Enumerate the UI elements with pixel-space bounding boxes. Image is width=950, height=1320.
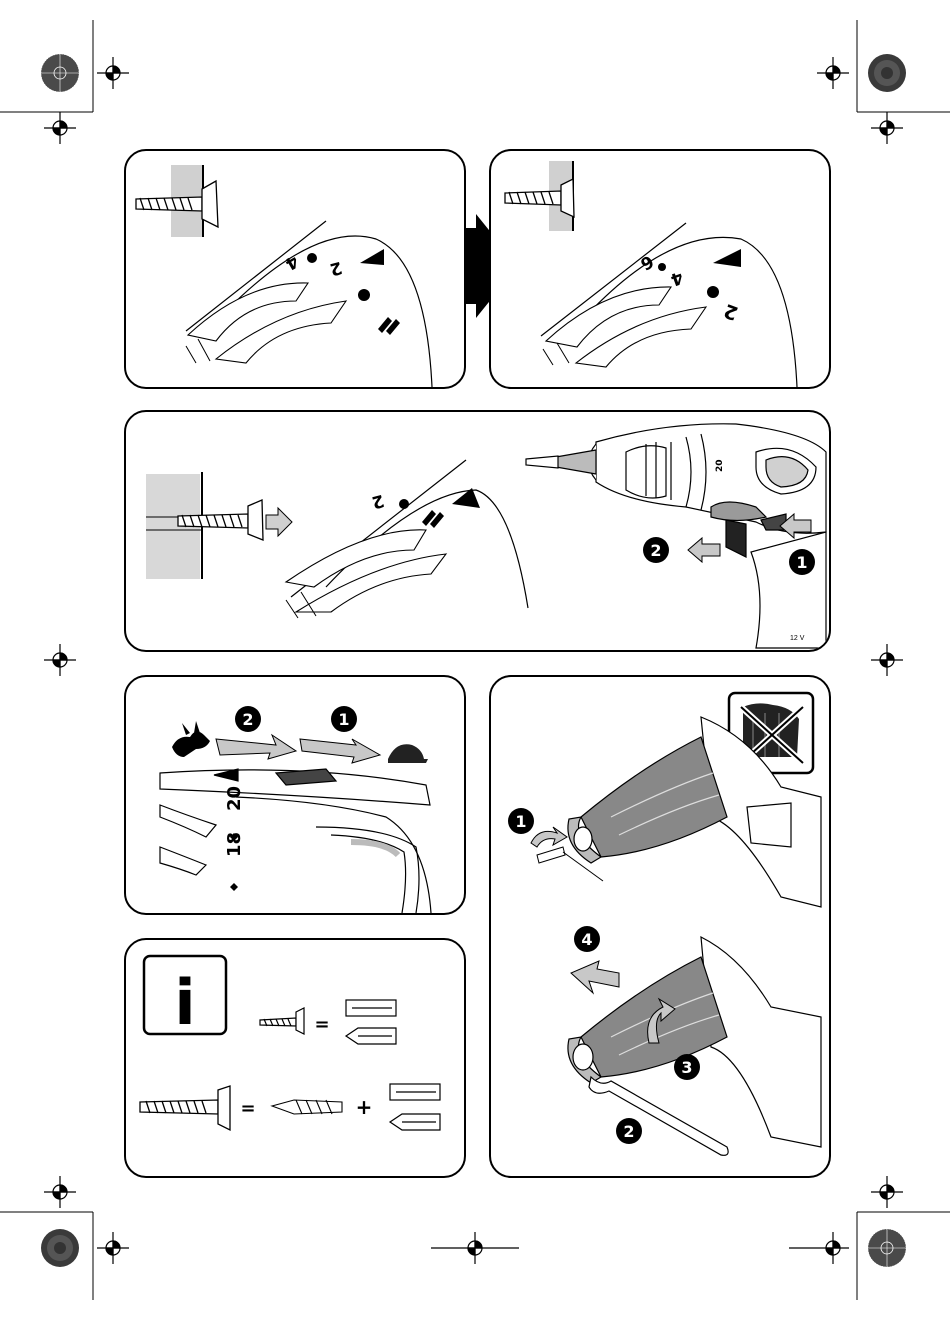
drill-top-icon [160, 769, 431, 913]
step-badge-4: 4 [581, 930, 592, 949]
marker-triangle-icon [713, 249, 741, 267]
panel-torque-setting-low: 4 2 [124, 149, 466, 389]
speed-arrow-2-icon [216, 735, 296, 759]
step-badge-2: 2 [242, 710, 253, 729]
panel-torque-setting-high: 6 4 2 [489, 149, 831, 389]
voltage-label: 12 V [790, 635, 805, 642]
marker-triangle-icon [360, 249, 384, 265]
step-badge-2: 2 [650, 541, 661, 560]
step-badge-1: 1 [796, 553, 807, 572]
small-screw-icon [260, 1008, 304, 1034]
panel-info-bits: i = = + [124, 938, 466, 1178]
flat-bit-icon [346, 1000, 396, 1016]
phillips-bit-icon [390, 1114, 440, 1130]
pull-arrow-icon [571, 961, 619, 993]
large-screw-icon [140, 1086, 230, 1130]
panel-chuck-removal: 1 4 3 2 [489, 675, 831, 1178]
screw-icon [505, 179, 574, 217]
speed-arrow-1-icon [300, 739, 380, 763]
dial-label-18: 18 [224, 832, 245, 857]
flat-bit-icon [390, 1084, 440, 1100]
equals-sign: = [240, 1098, 255, 1119]
panel-speed-selector: 2 1 20 18 [124, 675, 466, 915]
push-arrow-icon [266, 508, 292, 536]
step-badge-1: 1 [515, 812, 526, 831]
drill-dial-label-20: 20 [715, 459, 725, 472]
screw-icon [537, 847, 565, 863]
drill-body-icon [526, 424, 826, 648]
plus-sign: + [356, 1095, 373, 1119]
phillips-bit-icon [346, 1028, 396, 1044]
dial-label-2: 2 [721, 299, 741, 324]
equals-sign: = [314, 1014, 329, 1035]
push-left-arrow-icon [688, 538, 720, 562]
step-badge-1: 1 [338, 710, 349, 729]
dial-label-20: 20 [224, 786, 245, 811]
step-badge-2: 2 [623, 1122, 634, 1141]
rotate-arrow-icon [531, 827, 567, 847]
drill-wrench-icon [568, 937, 821, 1155]
dial-label-2: 2 [328, 257, 345, 279]
drill-mode-icon [378, 317, 400, 335]
panel-drill-mode-select: 2 20 12 V 2 1 [124, 410, 831, 652]
drill-bit-icon [272, 1100, 342, 1114]
dial-label-2: 2 [370, 490, 387, 512]
drill-mode-icon [422, 510, 444, 528]
info-glyph: i [174, 966, 195, 1039]
step-badge-3: 3 [681, 1058, 692, 1077]
turtle-icon [388, 744, 428, 763]
hare-icon [172, 721, 210, 757]
dial-label-6: 6 [636, 250, 656, 273]
dial-label-4: 4 [668, 267, 686, 290]
